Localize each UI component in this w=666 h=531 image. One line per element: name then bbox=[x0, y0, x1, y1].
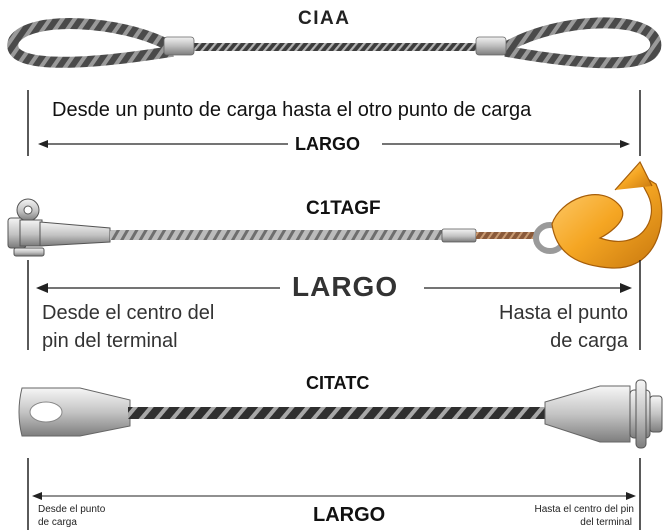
ciaa-arrow-left-icon bbox=[38, 140, 48, 148]
c1tagf-rope-thimble bbox=[476, 232, 536, 239]
ciaa-drawing bbox=[7, 17, 662, 156]
citatc-drawing bbox=[18, 379, 663, 530]
c1tagf-left-note-1: Desde el centro del bbox=[42, 302, 215, 324]
hook-icon bbox=[551, 160, 663, 269]
ciaa-rope bbox=[190, 43, 480, 51]
c1tagf-left-note-2: pin del terminal bbox=[42, 330, 178, 352]
ciaa-title: CIAA bbox=[298, 8, 351, 29]
citatc-right-note-2: del terminal bbox=[580, 517, 632, 528]
c1tagf-arrow-left-icon bbox=[36, 283, 48, 293]
citatc-length-label: LARGO bbox=[313, 504, 386, 526]
c1tagf-drawing bbox=[7, 160, 663, 350]
citatc-left-note-1: Desde el punto bbox=[38, 504, 106, 515]
clevis-pin-icon bbox=[629, 379, 663, 449]
citatc-right-note-1: Hasta el centro del pin bbox=[534, 504, 634, 515]
right-socket-terminal-icon bbox=[544, 385, 631, 443]
left-eye-loop-icon bbox=[7, 18, 174, 68]
citatc-arrow-left-icon bbox=[32, 492, 42, 500]
c1tagf-right-note-1: Hasta el punto bbox=[499, 302, 628, 324]
right-eye-loop-icon bbox=[504, 17, 662, 69]
jaw-terminal-icon bbox=[7, 198, 111, 257]
right-ferrule-icon bbox=[475, 36, 507, 56]
left-ferrule-icon bbox=[163, 36, 195, 56]
citatc-rope bbox=[128, 407, 548, 419]
ciaa-arrow-right-icon bbox=[620, 140, 630, 148]
c1tagf-arrow-right-icon bbox=[620, 283, 632, 293]
citatc-arrow-right-icon bbox=[626, 492, 636, 500]
c1tagf-title: C1TAGF bbox=[306, 198, 381, 219]
citatc-title: CITATC bbox=[306, 373, 370, 393]
ciaa-caption: Desde un punto de carga hasta el otro pu… bbox=[52, 99, 532, 121]
c1tagf-length-label: LARGO bbox=[292, 271, 399, 302]
panel-citatc: CITATC LARGO Desde el punto de carga Has… bbox=[0, 360, 666, 531]
c1tagf-rope bbox=[110, 230, 445, 240]
citatc-left-note-2: de carga bbox=[38, 517, 77, 528]
c1tagf-ferrule-icon bbox=[441, 228, 477, 243]
left-socket-terminal-icon bbox=[18, 387, 131, 437]
c1tagf-right-note-2: de carga bbox=[550, 330, 628, 352]
ciaa-length-label: LARGO bbox=[295, 134, 360, 154]
panel-ciaa: CIAA Desde un punto de carga hasta el ot… bbox=[0, 0, 666, 160]
panel-c1tagf: C1TAGF LARGO Desde el centro del pin del… bbox=[0, 160, 666, 360]
